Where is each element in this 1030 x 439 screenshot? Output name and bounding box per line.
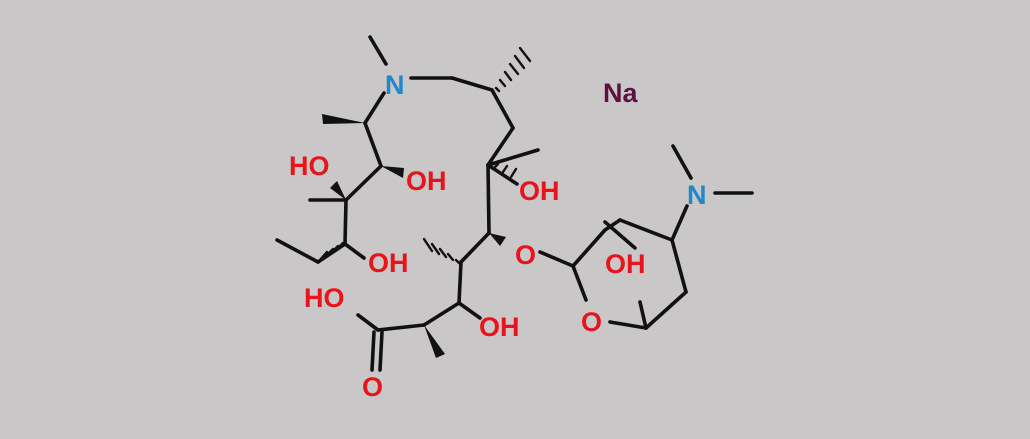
- hydroxyl-label-2: OH: [406, 166, 447, 196]
- amine-nitrogen-label: N: [687, 180, 707, 210]
- acid-hydroxyl-label: HO: [304, 283, 345, 313]
- hydroxyl-label-5: OH: [605, 249, 646, 279]
- sodium-label: Na: [603, 78, 638, 108]
- bonds: [275, 35, 754, 372]
- ring-nitrogen-label: N: [385, 70, 405, 100]
- hydroxyl-label-3: OH: [519, 176, 560, 206]
- carbonyl-oxygen-label: O: [362, 372, 383, 402]
- wedge-bonds: [322, 114, 506, 358]
- atom-labels: N N HO OH OH OH OH OH HO O O O Na: [289, 70, 707, 402]
- hydroxyl-label-4: OH: [368, 248, 409, 278]
- hydroxyl-label-6: OH: [479, 312, 520, 342]
- hydroxyl-label-1: HO: [289, 151, 330, 181]
- hash-bonds: [317, 46, 532, 265]
- ether-oxygen-label: O: [515, 240, 536, 270]
- ring-oxygen-label: O: [581, 307, 602, 337]
